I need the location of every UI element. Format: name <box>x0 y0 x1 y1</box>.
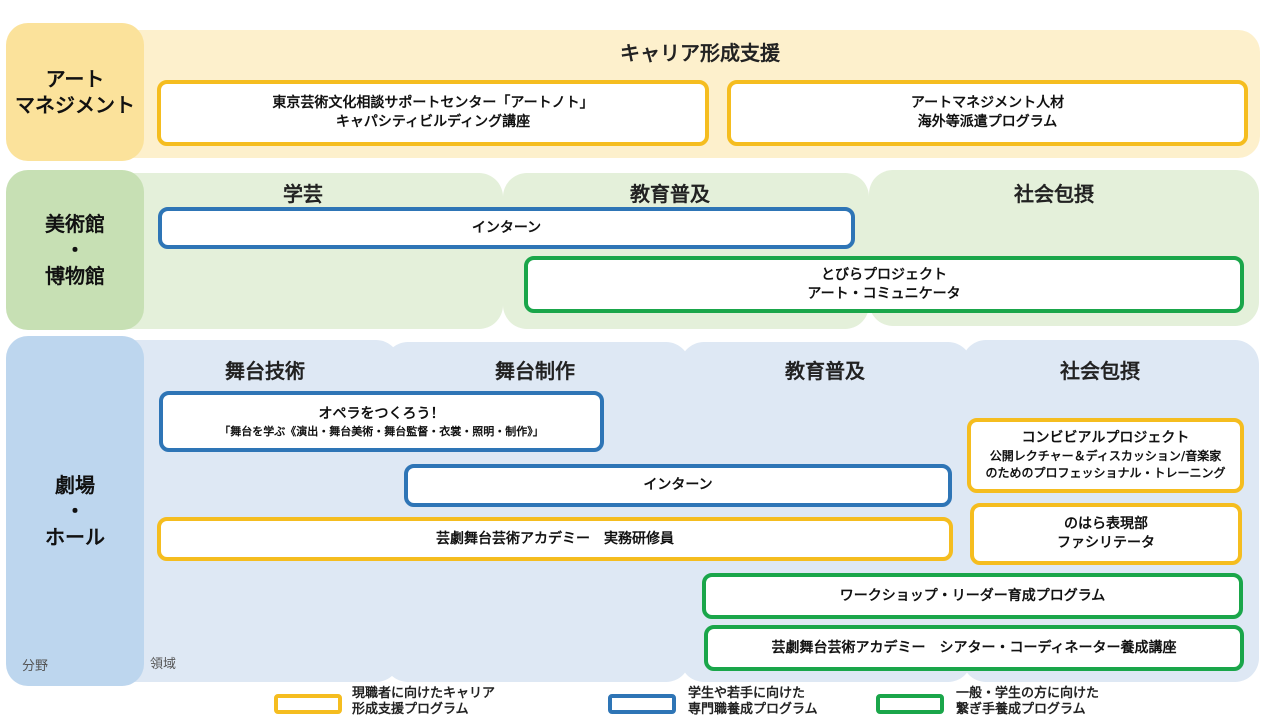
museum-column-header: 社会包摂 <box>1014 182 1094 206</box>
nohara-facilitator-box[interactable]: のはら表現部 ファシリテータ <box>970 503 1242 565</box>
legend-text-connector: 一般・学生の方に向けた 繋ぎ手養成プログラム <box>956 686 1100 717</box>
museum-column-header: 学芸 <box>283 182 323 206</box>
box-line: 東京芸術文化相談サポートセンター「アートノト」 <box>272 95 594 111</box>
legend-swatch-professional <box>608 694 676 714</box>
box-line: 海外等派遣プログラム <box>917 114 1058 130</box>
museum-label: 美術館 ・ 博物館 <box>6 170 144 330</box>
opera-workshop-box[interactable]: オペラをつくろう！ 「舞台を学ぶ《演出・舞台美術・舞台監督・衣裳・照明・制作》」 <box>159 391 604 452</box>
box-line: キャパシティビルディング講座 <box>335 114 531 130</box>
field-corner-label: 分野 <box>22 659 49 674</box>
theater-column-header: 社会包摂 <box>1060 359 1140 383</box>
box-line: 芸劇舞台芸術アカデミー シアター・コーディネーター養成講座 <box>771 639 1177 656</box>
area-corner-label: 領域 <box>150 657 177 672</box>
theater-label: 劇場 ・ ホール <box>6 336 144 686</box>
tobira-project-box[interactable]: とびらプロジェクト アート・コミュニケータ <box>524 256 1244 313</box>
legend-swatch-connector <box>876 694 944 714</box>
legend-swatch-career <box>274 694 342 714</box>
box-line: ファシリテータ <box>1057 535 1155 551</box>
workshop-leader-box[interactable]: ワークショップ・リーダー育成プログラム <box>702 573 1243 619</box>
overseas-dispatch-box[interactable]: アートマネジメント人材 海外等派遣プログラム <box>727 80 1248 146</box>
theater-coordinator-box[interactable]: 芸劇舞台芸術アカデミー シアター・コーディネーター養成講座 <box>704 625 1244 671</box>
theater-intern-box[interactable]: インターン <box>404 464 952 507</box>
theater-column-header: 舞台技術 <box>225 359 305 383</box>
box-line: ワークショップ・リーダー育成プログラム <box>839 587 1106 604</box>
box-subline: のためのプロフェッショナル・トレーニング <box>985 466 1226 480</box>
convivial-project-box[interactable]: コンビビアルプロジェクト 公開レクチャー＆ディスカッション/音楽家 のためのプロ… <box>967 418 1244 493</box>
career-support-header: キャリア形成支援 <box>620 41 780 65</box>
box-line: とびらプロジェクト <box>821 266 947 283</box>
box-subline: 「舞台を学ぶ《演出・舞台美術・舞台監督・衣裳・照明・制作》」 <box>219 424 544 438</box>
art-management-label: アート マネジメント <box>6 23 144 161</box>
box-line: アート・コミュニケータ <box>807 285 961 302</box>
legend-text-career: 現職者に向けたキャリア 形成支援プログラム <box>352 686 496 717</box>
box-line: コンビビアルプロジェクト <box>1021 430 1190 446</box>
box-line: 芸劇舞台芸術アカデミー 実務研修員 <box>436 530 674 547</box>
geigeki-trainee-box[interactable]: 芸劇舞台芸術アカデミー 実務研修員 <box>157 517 953 561</box>
museum-column-curatorial <box>100 173 503 329</box>
theater-column-header: 教育普及 <box>785 359 865 383</box>
box-line: インターン <box>471 219 542 236</box>
legend-text-professional: 学生や若手に向けた 専門職養成プログラム <box>688 686 818 717</box>
theater-column-header: 舞台制作 <box>495 359 575 383</box>
box-line: オペラをつくろう！ <box>318 405 445 422</box>
box-line: のはら表現部 <box>1064 516 1148 532</box>
box-subline: 公開レクチャー＆ディスカッション/音楽家 <box>989 449 1222 463</box>
box-line: アートマネジメント人材 <box>910 95 1065 111</box>
box-line: インターン <box>643 477 713 493</box>
museum-intern-box[interactable]: インターン <box>158 207 855 249</box>
museum-column-header: 教育普及 <box>630 182 710 206</box>
artnoto-capacity-building-box[interactable]: 東京芸術文化相談サポートセンター「アートノト」 キャパシティビルディング講座 <box>157 80 709 146</box>
